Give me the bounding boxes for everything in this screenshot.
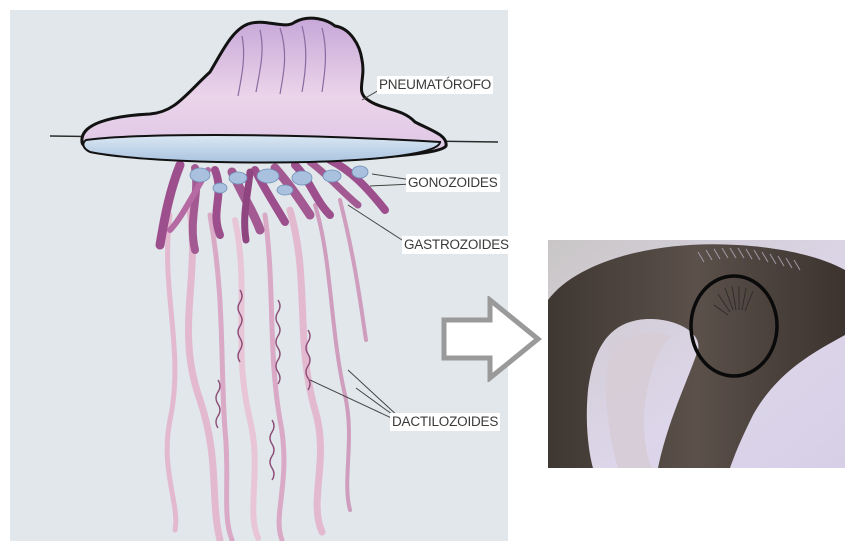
label-gonozoids: GONOZOIDES [406,174,500,192]
label-pneumatophore: PNEUMATÓROFO [377,76,493,94]
label-dactylozoids: DACTILOZOIDES [390,413,500,431]
label-gastrozoids: GASTROZOIDES [402,236,511,254]
float-base [83,135,440,163]
right-arrow-outline-icon [438,296,544,382]
microscope-photo [548,240,845,468]
